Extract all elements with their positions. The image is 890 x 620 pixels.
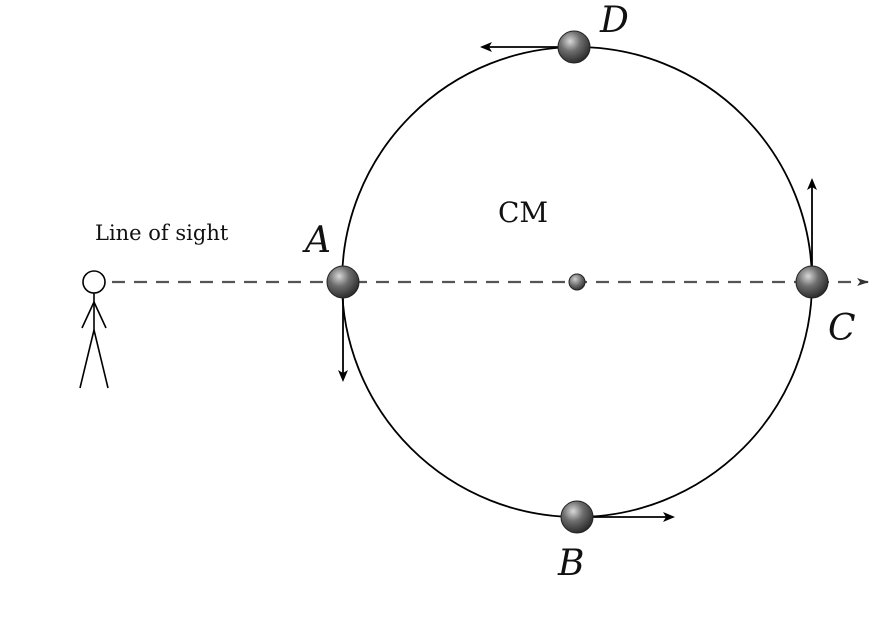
star-c [795,265,829,299]
line-of-sight-label: Line of sight [95,221,229,245]
star-d [557,30,591,64]
label-a: A [302,220,331,261]
star-b [560,500,594,534]
stick-figure-icon [79,270,109,389]
label-d: D [599,0,629,41]
label-c: C [828,308,856,349]
star-a [326,265,360,299]
center-of-mass-dot [568,273,586,291]
label-b: B [557,543,584,584]
center-of-mass-label: CM [498,196,548,229]
